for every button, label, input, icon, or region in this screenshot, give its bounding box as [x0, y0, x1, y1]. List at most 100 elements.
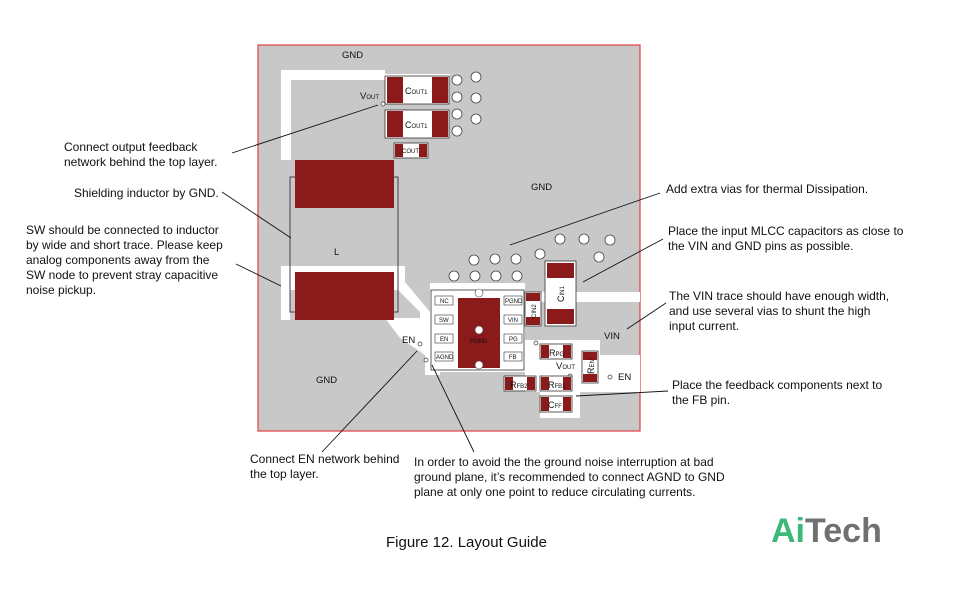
- via: [451, 125, 463, 137]
- pin-nc: [434, 295, 454, 306]
- logo-part-tech: Tech: [805, 512, 882, 550]
- trace-cout-bar-top: [384, 74, 450, 76]
- agnd-via: [423, 357, 429, 363]
- via: [470, 92, 482, 104]
- note-agnd: In order to avoid the the ground noise i…: [414, 455, 725, 499]
- via: [451, 108, 463, 120]
- cout-small: COUT: [393, 142, 429, 159]
- rfb2-pad-left: [505, 377, 513, 390]
- cff-pad-right: [563, 397, 571, 411]
- pin-fb: [503, 351, 523, 362]
- via: [470, 113, 482, 125]
- pin-vin: [503, 314, 523, 325]
- inductor-pad-top: [295, 160, 394, 208]
- via: [448, 270, 460, 282]
- pin-vin-label: VIN: [508, 318, 518, 324]
- rfb1-pad-right: [563, 377, 571, 390]
- cout1-pad-left: [387, 77, 403, 103]
- ic-center-via: [474, 325, 484, 335]
- via: [490, 270, 502, 282]
- callout-fb: [575, 390, 669, 397]
- pin-en: [434, 333, 454, 344]
- callout-agnd: [431, 364, 475, 453]
- note-line: Connect EN network behind: [250, 452, 399, 466]
- ic-pins-right: PGND VIN PG FB: [503, 295, 523, 362]
- via: [578, 233, 590, 245]
- note-line: plane at only one point to reduce circul…: [414, 485, 696, 499]
- vias-output: [451, 71, 482, 137]
- via: [468, 254, 480, 266]
- note-line: and use several vias to shunt the high: [669, 304, 870, 318]
- cff-pad-left: [541, 397, 549, 411]
- ren-pad-bottom: [583, 374, 597, 382]
- note-line: Shielding inductor by GND.: [74, 186, 219, 200]
- ren: REN: [581, 350, 599, 384]
- note-feedback: Connect output feedback network behind t…: [64, 140, 217, 169]
- callout-vin: [626, 302, 667, 330]
- callout-feedback: [231, 104, 379, 154]
- note-line: Place the feedback components next to: [672, 378, 882, 392]
- note-line: The VIN trace should have enough width,: [669, 289, 889, 303]
- pin-agnd: [434, 351, 454, 362]
- aitech-logo: AiTech: [771, 512, 882, 551]
- cout1-label: COUT1: [405, 86, 428, 96]
- via: [469, 270, 481, 282]
- note-line: SW node to prevent stray capacitive: [26, 268, 218, 282]
- rfb1: RFB1: [539, 375, 573, 392]
- ren-label: REN: [586, 359, 596, 374]
- cin1: CIN1: [544, 260, 577, 327]
- note-en-network: Connect EN network behind the top layer.: [250, 452, 399, 481]
- cin2-pad-bottom: [526, 317, 540, 325]
- cin2: CIN2: [524, 291, 542, 327]
- ic-top-via: [474, 288, 484, 298]
- note-line: Place the input MLCC capacitors as close…: [668, 224, 904, 238]
- vout-top-label: VOUT: [360, 91, 379, 102]
- note-line: the top layer.: [250, 467, 319, 481]
- via: [554, 233, 566, 245]
- ic-pins-left: NC SW EN AGND: [434, 295, 454, 362]
- pin-pg-label: PG: [509, 337, 518, 343]
- note-line: Connect output feedback: [64, 140, 198, 154]
- pin-sw-label: SW: [439, 318, 449, 324]
- rpg-label: RPG: [549, 348, 565, 358]
- rpg-pad-right: [563, 345, 571, 358]
- cout-small-pad-left: [395, 144, 403, 157]
- cff: CFF: [539, 395, 573, 413]
- ren-pad-top: [583, 352, 597, 360]
- en-left-via: [417, 341, 423, 347]
- note-line: input current.: [669, 319, 739, 333]
- inductor-pad-bottom: [295, 272, 394, 320]
- cout-small-pad-right: [419, 144, 427, 157]
- pg-via: [533, 340, 539, 346]
- logo-part-ai: Ai: [771, 512, 805, 550]
- pin-agnd-label: AGND: [436, 355, 454, 361]
- cin1-pad-top: [547, 263, 574, 278]
- cin2-label: CIN2: [532, 304, 538, 318]
- cin1-pad-bottom: [547, 309, 574, 324]
- via: [510, 253, 522, 265]
- rfb2: RFB2: [503, 375, 537, 392]
- pin-en-label: EN: [440, 337, 448, 343]
- callout-vias: [509, 192, 661, 246]
- via: [593, 251, 605, 263]
- callout-en: [321, 350, 418, 453]
- ic-pgnd-pad-label: PGND: [470, 339, 488, 345]
- note-line: analog components away from the: [26, 253, 210, 267]
- feedback-trace: [281, 70, 385, 160]
- via: [451, 91, 463, 103]
- note-line: the FB pin.: [672, 393, 730, 407]
- en-right-via: [607, 374, 613, 380]
- figure-caption: Figure 12. Layout Guide: [386, 534, 547, 551]
- vout-top-via: [380, 101, 386, 107]
- ic-package: PGND NC SW EN AGND PGND VIN PG FB: [430, 288, 525, 371]
- note-fb-components: Place the feedback components next to th…: [672, 378, 882, 407]
- cin2-pad-top: [526, 293, 540, 301]
- note-line: the VIN and GND pins as possible.: [668, 239, 853, 253]
- pin-pgnd: [503, 295, 523, 306]
- callout-lines: [221, 104, 669, 453]
- cout2: COUT1: [384, 109, 450, 139]
- gnd-bottom-label: GND: [316, 375, 337, 386]
- pin-nc-label: NC: [440, 299, 449, 305]
- note-sw: SW should be connected to inductor by wi…: [26, 223, 223, 297]
